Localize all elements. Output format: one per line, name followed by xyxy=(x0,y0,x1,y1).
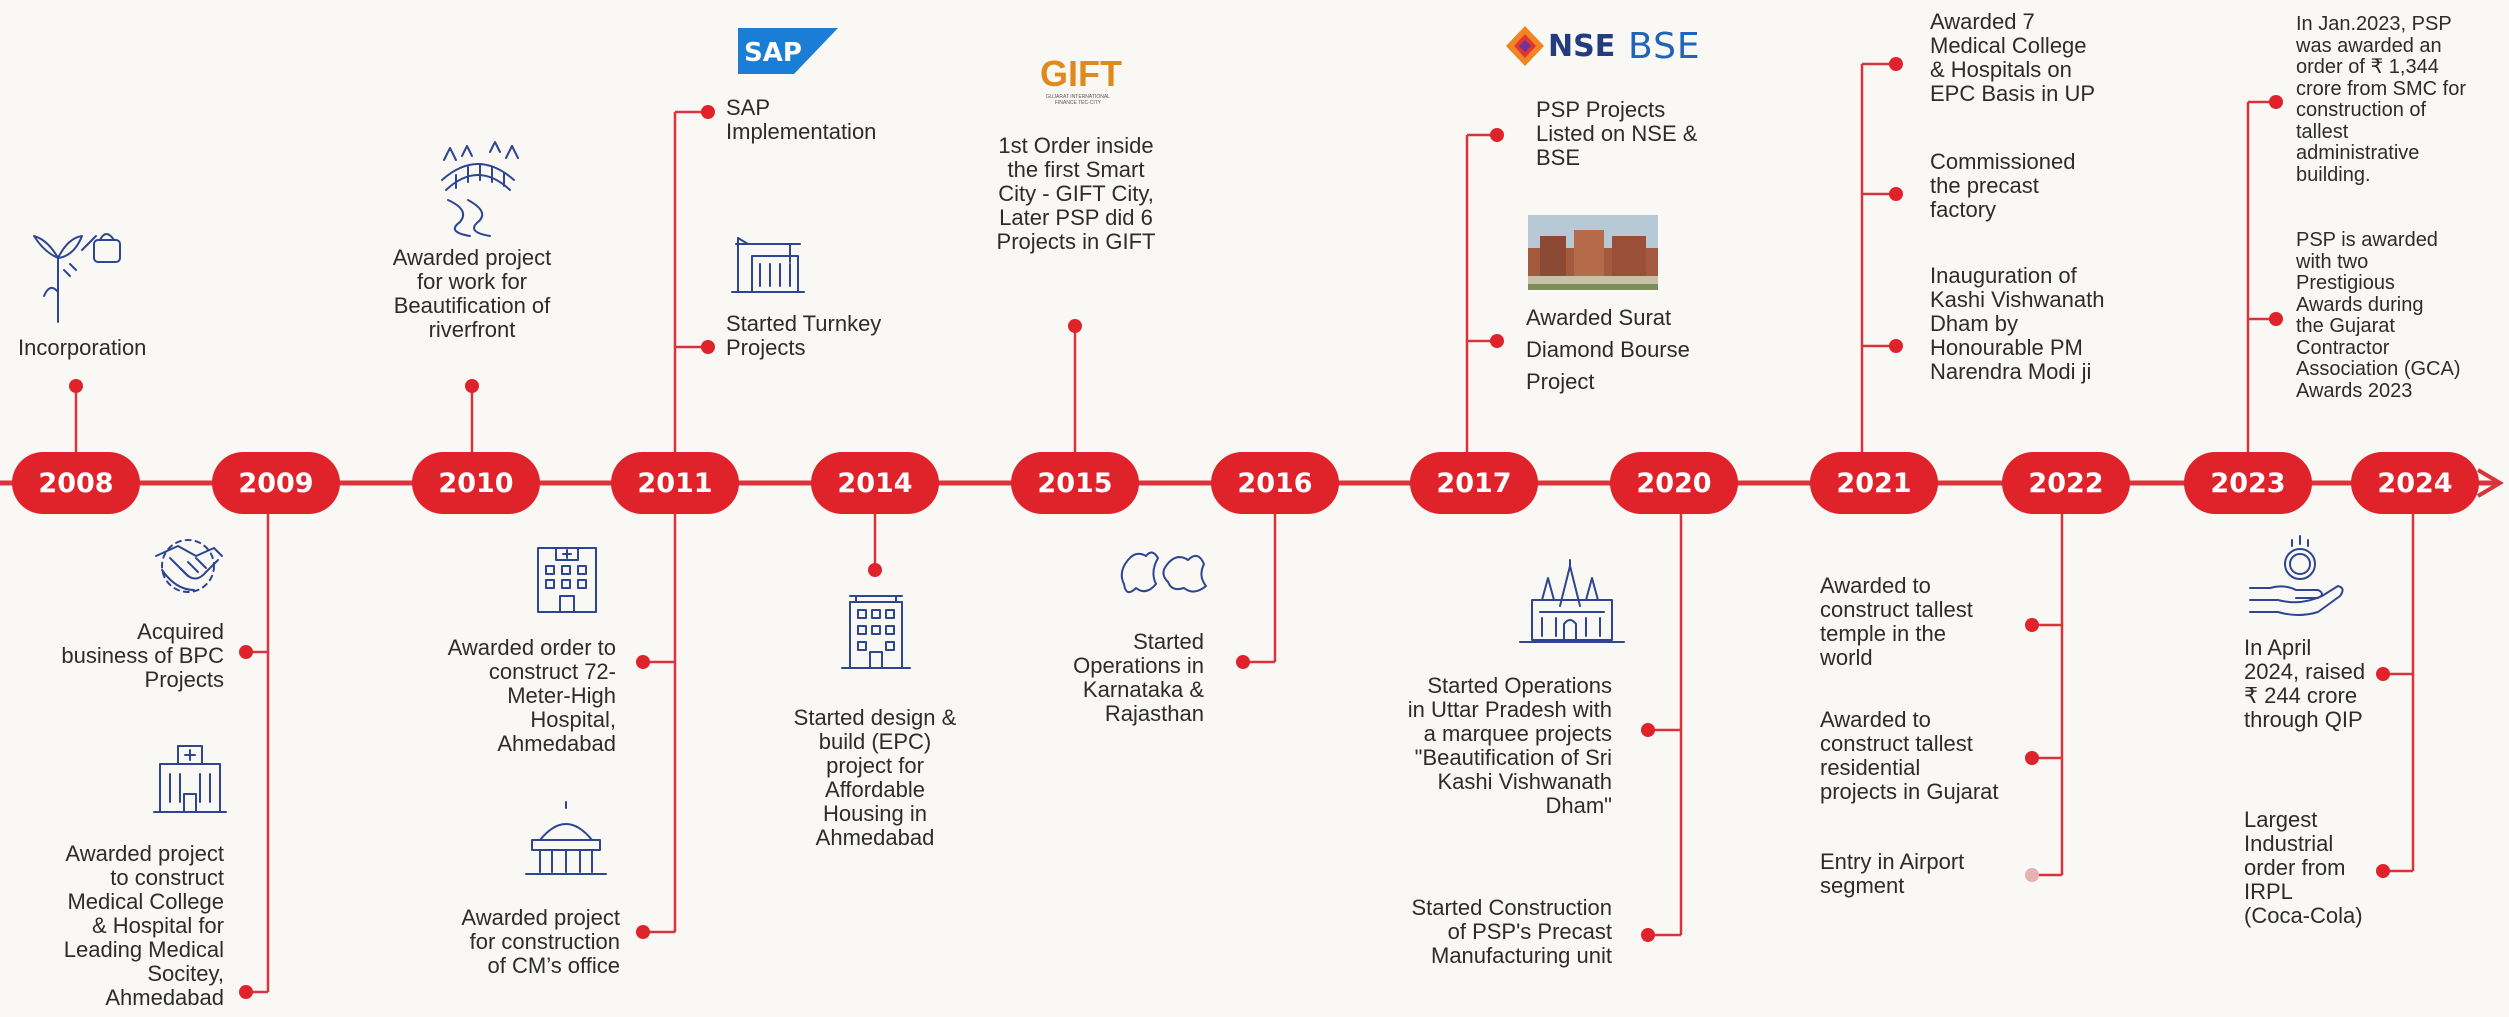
year-pill-2010: 2010 xyxy=(412,452,540,514)
surat-diamond-bourse-photo xyxy=(1528,215,1658,290)
riverfront-bridge-icon xyxy=(441,141,519,237)
year-pill-2014: 2014 xyxy=(811,452,939,514)
year-pill-2020: 2020 xyxy=(1610,452,1738,514)
year-pill-2024: 2024 xyxy=(2351,452,2479,514)
event-kashi-inauguration: Inauguration of Kashi Vishwanath Dham by… xyxy=(1930,263,2105,384)
event-dot xyxy=(701,105,715,119)
gift-logo-caption: GUJARAT INTERNATIONAL FINANCE TEC-CITY xyxy=(1046,94,1110,106)
event-bpc-acquisition: Acquired business of BPC Projects xyxy=(61,619,224,692)
event-dot xyxy=(1889,339,1903,353)
year-pill-2022: 2022 xyxy=(2002,452,2130,514)
state-map-icon xyxy=(1120,551,1207,594)
event-dot xyxy=(1641,723,1655,737)
event-dot xyxy=(701,340,715,354)
event-dot xyxy=(636,655,650,669)
event-precast-factory: Commissioned the precast factory xyxy=(1930,149,2076,222)
event-dot xyxy=(2025,751,2039,765)
event-smc-order: In Jan.2023, PSP was awarded an order of… xyxy=(2296,13,2467,186)
year-pill-2023: 2023 xyxy=(2184,452,2312,514)
event-turnkey-projects: Started Turnkey Projects xyxy=(726,311,882,360)
event-airport-segment: Entry in Airport segment xyxy=(1820,849,1965,898)
sap-logo-text: SAP xyxy=(744,38,802,68)
event-dot xyxy=(1490,334,1504,348)
bse-logo-text: BSE xyxy=(1628,25,1701,67)
government-building-icon xyxy=(525,801,607,875)
event-gca-awards: PSP is awarded with two Prestigious Awar… xyxy=(2296,229,2461,402)
event-7-medical-colleges: Awarded 7 Medical College & Hospitals on… xyxy=(1930,9,2096,106)
gift-city-logo: GIFT GUJARAT INTERNATIONAL FINANCE TEC-C… xyxy=(1040,53,1122,120)
event-cm-office: Awarded project for construction of CM’s… xyxy=(461,905,620,978)
hospital-icon xyxy=(153,745,227,813)
year-pill-2015: 2015 xyxy=(1011,452,1139,514)
event-dot xyxy=(239,985,253,999)
nse-logo: NSE xyxy=(1506,24,1615,68)
event-karnataka-rajasthan: Started Operations in Karnataka & Rajast… xyxy=(1073,629,1204,726)
event-dot xyxy=(1641,928,1655,942)
event-uttar-pradesh: Started Operations in Uttar Pradesh with… xyxy=(1407,673,1612,818)
event-dot xyxy=(2269,95,2283,109)
money-hand-icon xyxy=(2249,535,2344,616)
event-dot xyxy=(1490,128,1504,142)
event-dot xyxy=(868,563,882,577)
gift-logo-text: GIFT xyxy=(1040,53,1122,94)
event-dot xyxy=(1889,187,1903,201)
nse-logo-text: NSE xyxy=(1548,28,1616,64)
year-pill-2008: 2008 xyxy=(12,452,140,514)
event-dot-faded xyxy=(2025,868,2039,882)
watering-plant-icon xyxy=(33,233,121,323)
event-dot xyxy=(636,925,650,939)
construction-crane-icon xyxy=(731,237,805,293)
event-riverfront: Awarded project for work for Beautificat… xyxy=(392,245,552,342)
year-pill-2016: 2016 xyxy=(1211,452,1339,514)
bse-logo: BSE xyxy=(1628,24,1701,68)
event-tallest-temple: Awarded to construct tallest temple in t… xyxy=(1820,573,1973,670)
event-surat-diamond-bourse: Awarded Surat Diamond Bourse Project xyxy=(1526,305,1690,394)
nse-mark-icon xyxy=(1506,26,1544,66)
event-dot xyxy=(465,379,479,393)
year-pill-2017: 2017 xyxy=(1410,452,1538,514)
event-tallest-residential: Awarded to construct tallest residential… xyxy=(1820,707,1999,804)
event-nse-listing: PSP Projects Listed on NSE & BSE xyxy=(1536,97,1698,170)
event-medical-college-ahmedabad: Awarded project to construct Medical Col… xyxy=(63,841,224,1010)
hospital-building-icon xyxy=(537,547,597,613)
year-pill-2009: 2009 xyxy=(212,452,340,514)
timeline-arrow-head xyxy=(2476,468,2504,498)
event-affordable-housing: Started design & build (EPC) project for… xyxy=(793,705,957,850)
event-dot xyxy=(2376,864,2390,878)
event-incorporation: Incorporation xyxy=(18,335,147,360)
event-dot xyxy=(69,379,83,393)
apartment-building-icon xyxy=(841,595,911,669)
year-pill-2021: 2021 xyxy=(1810,452,1938,514)
event-dot xyxy=(1889,57,1903,71)
event-72m-hospital: Awarded order to construct 72- Meter-Hig… xyxy=(447,635,616,756)
event-qip: In April 2024, raised ₹ 244 crore throug… xyxy=(2244,635,2366,732)
sap-logo: SAP xyxy=(738,28,838,74)
handshake-icon xyxy=(155,539,223,593)
event-dot xyxy=(2025,618,2039,632)
event-dot xyxy=(2376,667,2390,681)
event-dot xyxy=(1236,655,1250,669)
event-dot xyxy=(1068,319,1082,333)
event-irpl-order: Largest Industrial order from IRPL (Coca… xyxy=(2244,807,2363,928)
event-dot xyxy=(2269,312,2283,326)
event-sap-implementation: SAP Implementation xyxy=(726,95,877,144)
year-pill-2011: 2011 xyxy=(611,452,739,514)
temple-icon xyxy=(1519,559,1625,643)
event-dot xyxy=(239,645,253,659)
event-precast-unit: Started Construction of PSP's Precast Ma… xyxy=(1411,895,1612,968)
event-gift-city: 1st Order inside the first Smart City - … xyxy=(996,133,1156,254)
